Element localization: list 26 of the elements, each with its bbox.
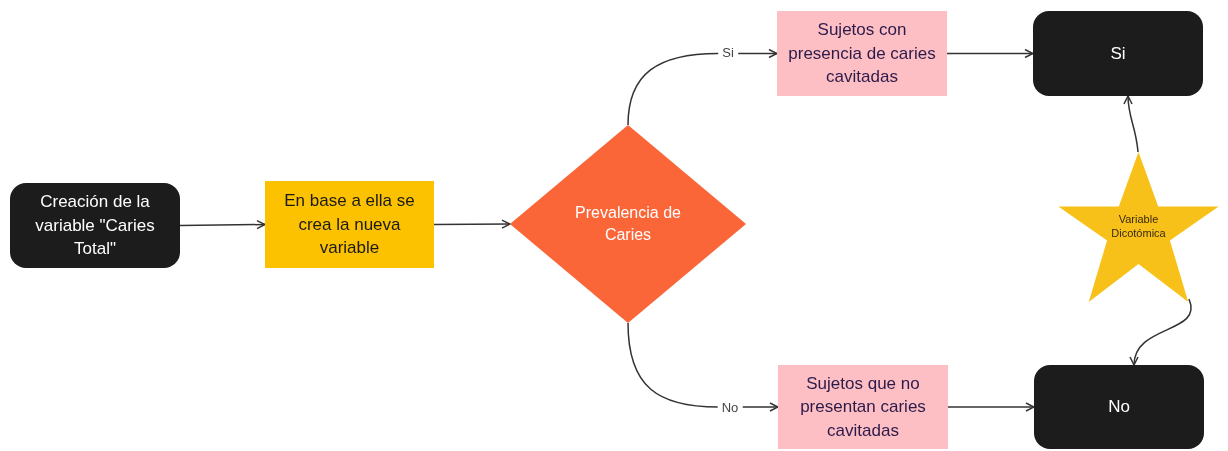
edge-label: Si xyxy=(718,45,738,59)
arrow xyxy=(1130,298,1192,366)
node-text: Sujetos con presencia de caries cavitadas xyxy=(787,19,937,89)
node-text: No xyxy=(1107,396,1131,419)
node-text: Sujetos que no presentan caries cavitadas xyxy=(799,372,927,442)
arrow xyxy=(1123,95,1139,153)
node-text: Creación de la variable "Caries Total" xyxy=(34,191,156,261)
arrow xyxy=(947,402,1035,412)
process-box xyxy=(777,11,947,96)
decision-diamond xyxy=(510,125,746,323)
node-text: Si xyxy=(1109,42,1127,65)
arrow xyxy=(433,219,511,229)
arrow xyxy=(179,219,266,230)
node-text: Prevalencia de Caries xyxy=(574,203,682,245)
start-box xyxy=(10,183,180,268)
node-text: En base a ella se crea la nueva variable xyxy=(283,190,416,260)
node-text: Variable Dicotómica xyxy=(1110,213,1167,241)
result-box xyxy=(1034,365,1204,449)
arrow xyxy=(627,48,778,126)
result-box xyxy=(1033,11,1203,96)
process-box xyxy=(778,365,948,449)
edge-label: No xyxy=(717,400,743,414)
arrow xyxy=(627,322,779,412)
arrow xyxy=(946,48,1034,59)
star-shape xyxy=(1055,152,1222,302)
process-box xyxy=(265,181,434,268)
